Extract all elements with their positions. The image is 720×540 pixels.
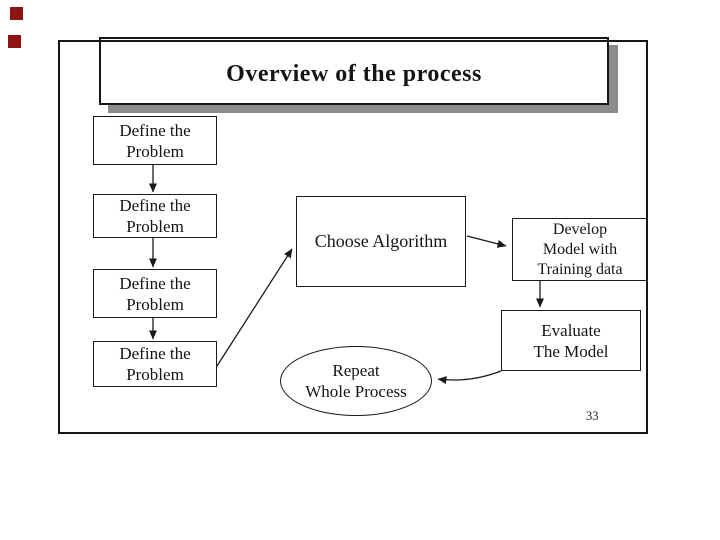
flow-node-choose-algorithm: Choose Algorithm [296, 196, 466, 287]
flow-node-evaluate-model: Evaluate The Model [501, 310, 641, 371]
arrow-choose-to-develop-icon [466, 235, 507, 248]
arrow-evaluate-to-repeat-icon [437, 370, 502, 385]
node-label-line: Define the [119, 344, 191, 363]
node-label-line: Define the [119, 273, 191, 293]
slide-title: Overview of the process [226, 60, 482, 87]
node-label-line: Training data [537, 260, 623, 278]
node-label-line: Define the [119, 120, 191, 140]
red-square-marker-bottom [8, 35, 21, 48]
node-label-line: Choose Algorithm [314, 231, 448, 251]
node-label-line: Problem [126, 365, 184, 384]
node-label-line: Develop [552, 220, 608, 238]
red-square-marker-top [10, 7, 23, 20]
page-number: 33 [586, 409, 599, 423]
flow-node-define-problem-4: Define the Problem [93, 341, 217, 387]
flow-node-repeat-whole-process: Repeat Whole Process [280, 346, 432, 416]
node-label-line: Define the [119, 196, 191, 215]
node-label-line: Problem [126, 294, 184, 314]
node-label-line: The Model [533, 341, 609, 361]
slide-title-box: Overview of the process [99, 37, 609, 105]
flow-node-define-problem-3: Define the Problem [93, 269, 217, 318]
flow-node-define-problem-2: Define the Problem [93, 194, 217, 238]
node-label-line: Problem [126, 141, 184, 161]
flow-node-define-problem-1: Define the Problem [93, 116, 217, 165]
node-label-line: Whole Process [305, 382, 407, 401]
node-label-line: Model with [542, 240, 618, 258]
arrow-diagonal-to-choose-icon [216, 248, 293, 367]
node-label-line: Repeat [332, 361, 380, 380]
flow-node-develop-model: Develop Model with Training data [512, 218, 648, 281]
node-label-line: Evaluate [541, 320, 601, 340]
node-label-line: Problem [126, 217, 184, 236]
